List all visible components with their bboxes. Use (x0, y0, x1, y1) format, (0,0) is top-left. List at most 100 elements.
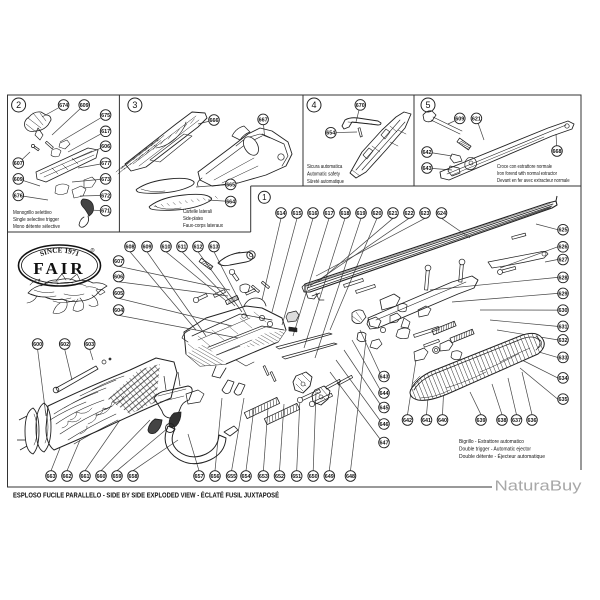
svg-text:632: 632 (559, 338, 568, 344)
svg-text:639: 639 (477, 418, 486, 424)
svg-text:650: 650 (309, 474, 318, 480)
svg-text:Cartelle laterali: Cartelle laterali (183, 209, 212, 215)
svg-text:614: 614 (277, 211, 286, 217)
svg-text:655: 655 (227, 474, 236, 480)
svg-text:ESPLOSO FUCILE PARALLELO - S: ESPLOSO FUCILE PARALLELO - SIDE BY SIDE … (13, 491, 279, 500)
svg-text:609: 609 (80, 103, 89, 109)
svg-text:605: 605 (114, 291, 123, 297)
svg-text:615: 615 (293, 211, 302, 217)
svg-text:604: 604 (114, 308, 123, 314)
svg-text:653: 653 (259, 474, 268, 480)
svg-text:Bigrillo - Estrattore automati: Bigrillo - Estrattore automatico (459, 439, 524, 445)
svg-text:672: 672 (101, 193, 110, 199)
svg-text:Double détente - Éjecteur auto: Double détente - Éjecteur automatique (459, 453, 545, 460)
svg-text:629: 629 (559, 291, 568, 297)
svg-text:Croce con estrattore normale: Croce con estrattore normale (497, 164, 552, 170)
svg-text:Mono détente sélective: Mono détente sélective (13, 224, 60, 230)
svg-text:FAIR: FAIR (33, 259, 85, 278)
svg-text:609: 609 (14, 177, 23, 183)
svg-text:670: 670 (356, 103, 365, 109)
svg-text:638: 638 (498, 418, 507, 424)
svg-text:617: 617 (101, 129, 110, 135)
svg-text:SINCE 1971: SINCE 1971 (39, 246, 81, 258)
svg-text:5: 5 (425, 100, 430, 110)
svg-text:640: 640 (438, 418, 447, 424)
svg-text:675: 675 (101, 113, 110, 119)
svg-text:635: 635 (559, 397, 568, 403)
svg-text:633: 633 (559, 355, 568, 361)
svg-text:651: 651 (292, 474, 301, 480)
svg-text:619: 619 (357, 211, 366, 217)
svg-text:Side-plates: Side-plates (183, 216, 203, 222)
svg-text:609: 609 (455, 116, 464, 122)
svg-text:656: 656 (211, 474, 220, 480)
svg-text:Devant en fer avec extracteur: Devant en fer avec extracteur normale (497, 178, 570, 184)
svg-text:Double trigger - Automatic eje: Double trigger - Automatic ejector (459, 446, 531, 452)
svg-text:608: 608 (126, 244, 135, 250)
svg-text:600: 600 (33, 342, 42, 348)
svg-text:641: 641 (422, 418, 431, 424)
svg-text:630: 630 (559, 308, 568, 314)
svg-text:666: 666 (210, 118, 219, 124)
svg-text:645: 645 (380, 405, 389, 411)
svg-text:636: 636 (528, 418, 537, 424)
svg-text:673: 673 (101, 177, 110, 183)
svg-text:Monogrillo selettivo: Monogrillo selettivo (13, 210, 52, 216)
svg-text:654: 654 (242, 474, 251, 480)
svg-text:663: 663 (47, 474, 56, 480)
svg-text:668: 668 (553, 149, 562, 155)
svg-text:660: 660 (97, 474, 106, 480)
svg-text:647: 647 (380, 440, 389, 446)
svg-text:661: 661 (81, 474, 90, 480)
svg-text:674: 674 (59, 103, 68, 109)
svg-text:620: 620 (373, 211, 382, 217)
svg-text:617: 617 (325, 211, 334, 217)
svg-text:676: 676 (14, 193, 23, 199)
svg-text:4: 4 (311, 100, 316, 110)
svg-text:624: 624 (437, 211, 446, 217)
svg-text:Faux-corps lateraux: Faux-corps lateraux (183, 223, 223, 229)
svg-text:2: 2 (16, 100, 21, 110)
svg-text:664: 664 (226, 199, 235, 205)
svg-text:621: 621 (472, 116, 481, 122)
svg-text:637: 637 (512, 418, 521, 424)
svg-text:643: 643 (380, 374, 389, 380)
svg-text:NaturaBuy: NaturaBuy (495, 479, 583, 495)
svg-text:665: 665 (226, 182, 235, 188)
svg-text:625: 625 (559, 228, 568, 234)
svg-text:607: 607 (114, 259, 123, 265)
svg-text:616: 616 (309, 211, 318, 217)
svg-text:671: 671 (101, 209, 110, 215)
svg-text:Sicura automatica: Sicura automatica (307, 164, 342, 170)
svg-text:602: 602 (60, 342, 69, 348)
svg-text:642: 642 (423, 150, 432, 156)
svg-text:607: 607 (14, 161, 23, 167)
svg-text:643: 643 (423, 166, 432, 172)
svg-text:652: 652 (275, 474, 284, 480)
svg-text:®: ® (90, 247, 94, 254)
svg-text:609: 609 (143, 244, 152, 250)
svg-text:3: 3 (132, 100, 137, 110)
svg-text:1: 1 (262, 193, 267, 202)
svg-text:612: 612 (194, 244, 203, 250)
svg-text:622: 622 (405, 211, 414, 217)
svg-text:Iron forend with normal extrac: Iron forend with normal extractor (497, 171, 557, 177)
svg-text:642: 642 (403, 418, 412, 424)
svg-text:657: 657 (195, 474, 204, 480)
svg-text:621: 621 (389, 211, 398, 217)
svg-text:659: 659 (113, 474, 122, 480)
svg-text:606: 606 (114, 274, 123, 280)
svg-text:Automatic safety: Automatic safety (307, 171, 340, 177)
svg-text:Single selective trigger: Single selective trigger (13, 217, 59, 223)
svg-text:677: 677 (101, 161, 110, 167)
svg-text:628: 628 (559, 275, 568, 281)
svg-text:610: 610 (162, 244, 171, 250)
svg-text:649: 649 (325, 474, 334, 480)
svg-text:623: 623 (421, 211, 430, 217)
svg-text:618: 618 (341, 211, 350, 217)
svg-text:667: 667 (259, 117, 268, 123)
svg-text:644: 644 (380, 391, 389, 397)
svg-text:654: 654 (326, 131, 335, 137)
svg-text:662: 662 (63, 474, 72, 480)
svg-text:634: 634 (559, 376, 568, 382)
